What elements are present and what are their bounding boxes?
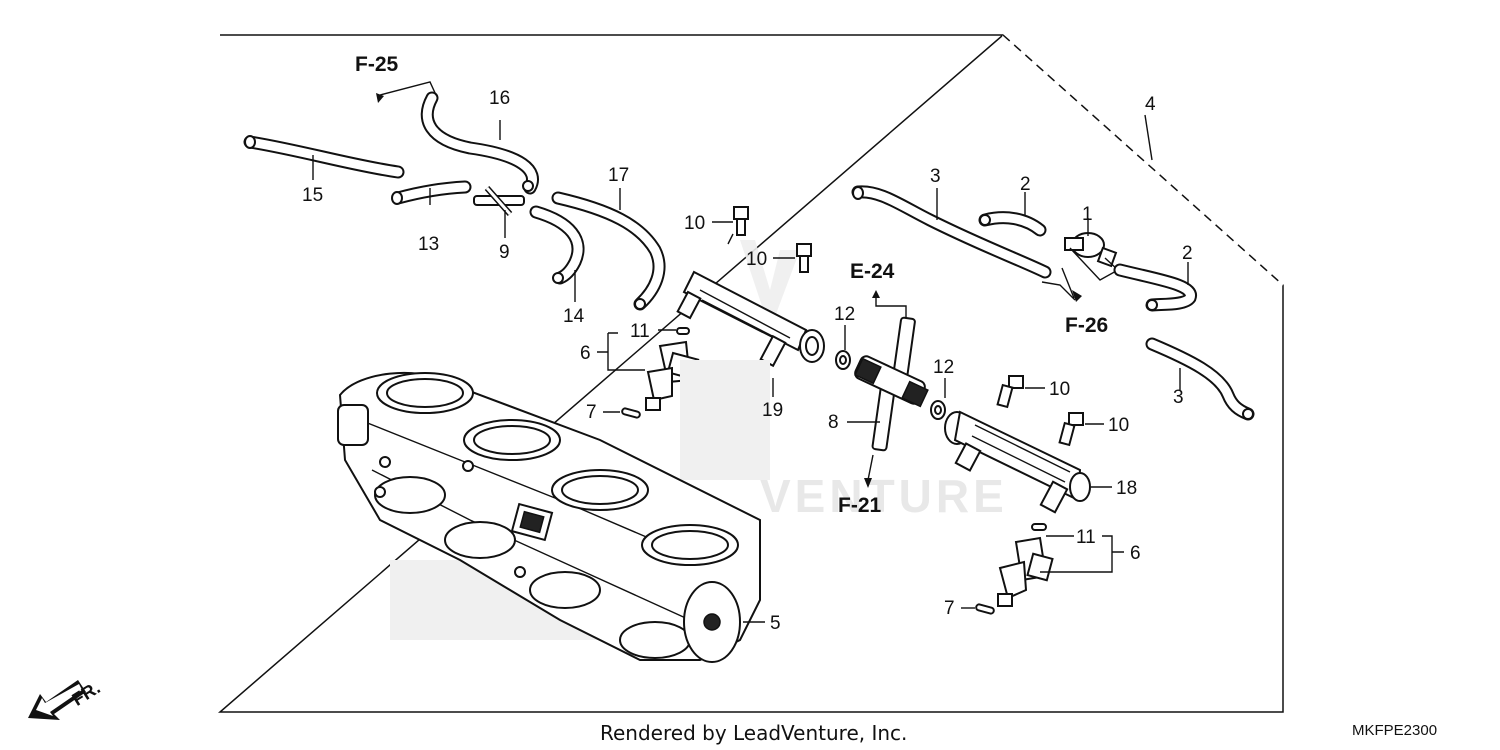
part-number-10-d: 10 (1108, 415, 1129, 436)
hose-17 (551, 191, 666, 311)
o-ring-12-b (930, 400, 946, 420)
part-number-14: 14 (563, 306, 585, 327)
hose-16 (420, 91, 539, 195)
valve-1 (1064, 232, 1120, 281)
part-number-12-a: 12 (834, 304, 855, 325)
part-number-19: 19 (762, 400, 783, 421)
part-number-4: 4 (1145, 94, 1156, 115)
part-number-10-a: 10 (684, 213, 705, 234)
part-number-18: 18 (1116, 478, 1137, 499)
bolt-10-c (996, 375, 1024, 409)
part-number-2-lower: 2 (1182, 243, 1193, 264)
fuel-rail-18 (944, 410, 1091, 514)
front-arrow-icon (28, 680, 86, 720)
hose-15 (243, 135, 405, 179)
part-number-5: 5 (770, 613, 781, 634)
bolt-10-d (1058, 412, 1084, 447)
part-number-17: 17 (608, 165, 629, 186)
ref-label-f25: F-25 (355, 53, 399, 76)
bolt-10-b (796, 243, 812, 273)
leader-lines (312, 81, 1189, 623)
part-number-7-right: 7 (944, 598, 955, 619)
frame-dashed-edge-line (1002, 34, 1284, 286)
fuel-rail-19 (676, 270, 825, 368)
hose-2-lower (1113, 263, 1197, 312)
front-indicator-label: FR. (68, 677, 103, 709)
hose-3-upper (851, 185, 1052, 279)
ref-label-f21: F-21 (838, 494, 882, 517)
svg-text:VENTURE: VENTURE (760, 470, 1008, 522)
hose-13 (391, 180, 472, 205)
part-number-7-left: 7 (586, 402, 597, 423)
part-number-1: 1 (1082, 204, 1093, 225)
part-number-11-left: 11 (630, 321, 650, 342)
hose-2-upper (978, 211, 1047, 237)
part-number-11-right: 11 (1076, 527, 1096, 548)
bolt-10-a (727, 206, 749, 245)
part-number-15: 15 (302, 185, 323, 206)
o-ring-12-a (835, 350, 851, 370)
part-number-9: 9 (499, 242, 510, 263)
part-number-13: 13 (418, 234, 439, 255)
throttle-body-5 (337, 360, 770, 663)
part-number-8: 8 (828, 412, 839, 433)
hose-3-lower (1145, 337, 1255, 421)
part-number-3-upper: 3 (930, 166, 941, 187)
part-number-6-left: 6 (580, 343, 591, 364)
ref-label-e24: E-24 (850, 260, 895, 283)
hose-14 (529, 205, 585, 285)
part-number-10-b: 10 (746, 249, 767, 270)
diagram-code: MKFPE2300 (1352, 722, 1437, 739)
part-number-10-c: 10 (1049, 379, 1070, 400)
injector-6-right (975, 523, 1054, 615)
joint-9 (473, 186, 525, 216)
ref-label-f26: F-26 (1065, 314, 1108, 337)
part-number-12-b: 12 (933, 357, 954, 378)
footer-credit: Rendered by LeadVenture, Inc. (600, 721, 907, 745)
watermark: VENTURE (740, 240, 1008, 522)
part-number-6-right: 6 (1130, 543, 1141, 564)
joint-8 (854, 316, 929, 452)
part-number-3-lower: 3 (1173, 387, 1184, 408)
part-number-2-upper: 2 (1020, 174, 1031, 195)
part-number-16: 16 (489, 88, 510, 109)
